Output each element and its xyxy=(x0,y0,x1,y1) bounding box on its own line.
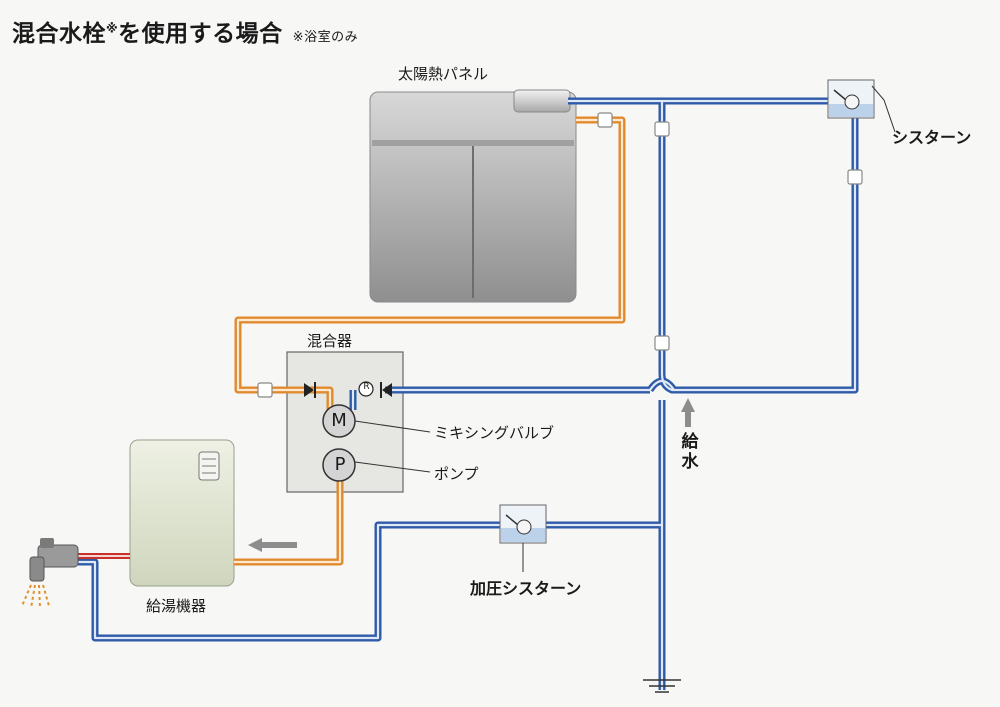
check-valve-hot xyxy=(304,382,316,398)
water-supply-label: 給水 xyxy=(681,432,699,472)
cistern-top xyxy=(827,79,875,119)
mixing-valve-label: ミキシングバルブ xyxy=(434,424,555,442)
cold-water-pipes xyxy=(78,97,859,690)
relief-valve xyxy=(358,381,374,397)
pump-letter: P xyxy=(334,454,346,475)
faucet xyxy=(29,538,79,582)
pressure-cistern-label: 加圧シスターン xyxy=(470,579,582,598)
pump xyxy=(322,448,356,482)
title-main: 混合水栓 xyxy=(12,21,106,47)
leader-lines xyxy=(354,85,896,572)
relief-valve-letter: R xyxy=(363,382,370,392)
title-rest: を使用する場合 xyxy=(118,21,283,47)
page-title: 混合水栓※を使用する場合 ※浴室のみ xyxy=(12,14,358,48)
title-mark: ※ xyxy=(106,21,119,36)
solar-panel-label: 太陽熱パネル xyxy=(398,65,489,83)
water-heater xyxy=(129,439,235,587)
mixer-label: 混合器 xyxy=(307,332,353,350)
water-spray xyxy=(21,584,50,609)
flow-arrow-supply xyxy=(681,398,695,427)
title-note: ※浴室のみ xyxy=(292,30,359,45)
hot-water-pipes xyxy=(234,116,626,566)
pump-label: ポンプ xyxy=(434,465,479,483)
pipe-joints xyxy=(257,112,863,398)
cistern-pressure xyxy=(499,504,547,544)
solar-panel xyxy=(369,89,577,303)
mixing-valve-letter: M xyxy=(331,410,347,431)
cistern-label: シスターン xyxy=(892,128,972,147)
check-valve-cold xyxy=(380,382,392,398)
flow-arrow-heater xyxy=(248,538,297,552)
water-heater-label: 給湯機器 xyxy=(146,597,207,615)
ground-symbol xyxy=(643,679,681,693)
